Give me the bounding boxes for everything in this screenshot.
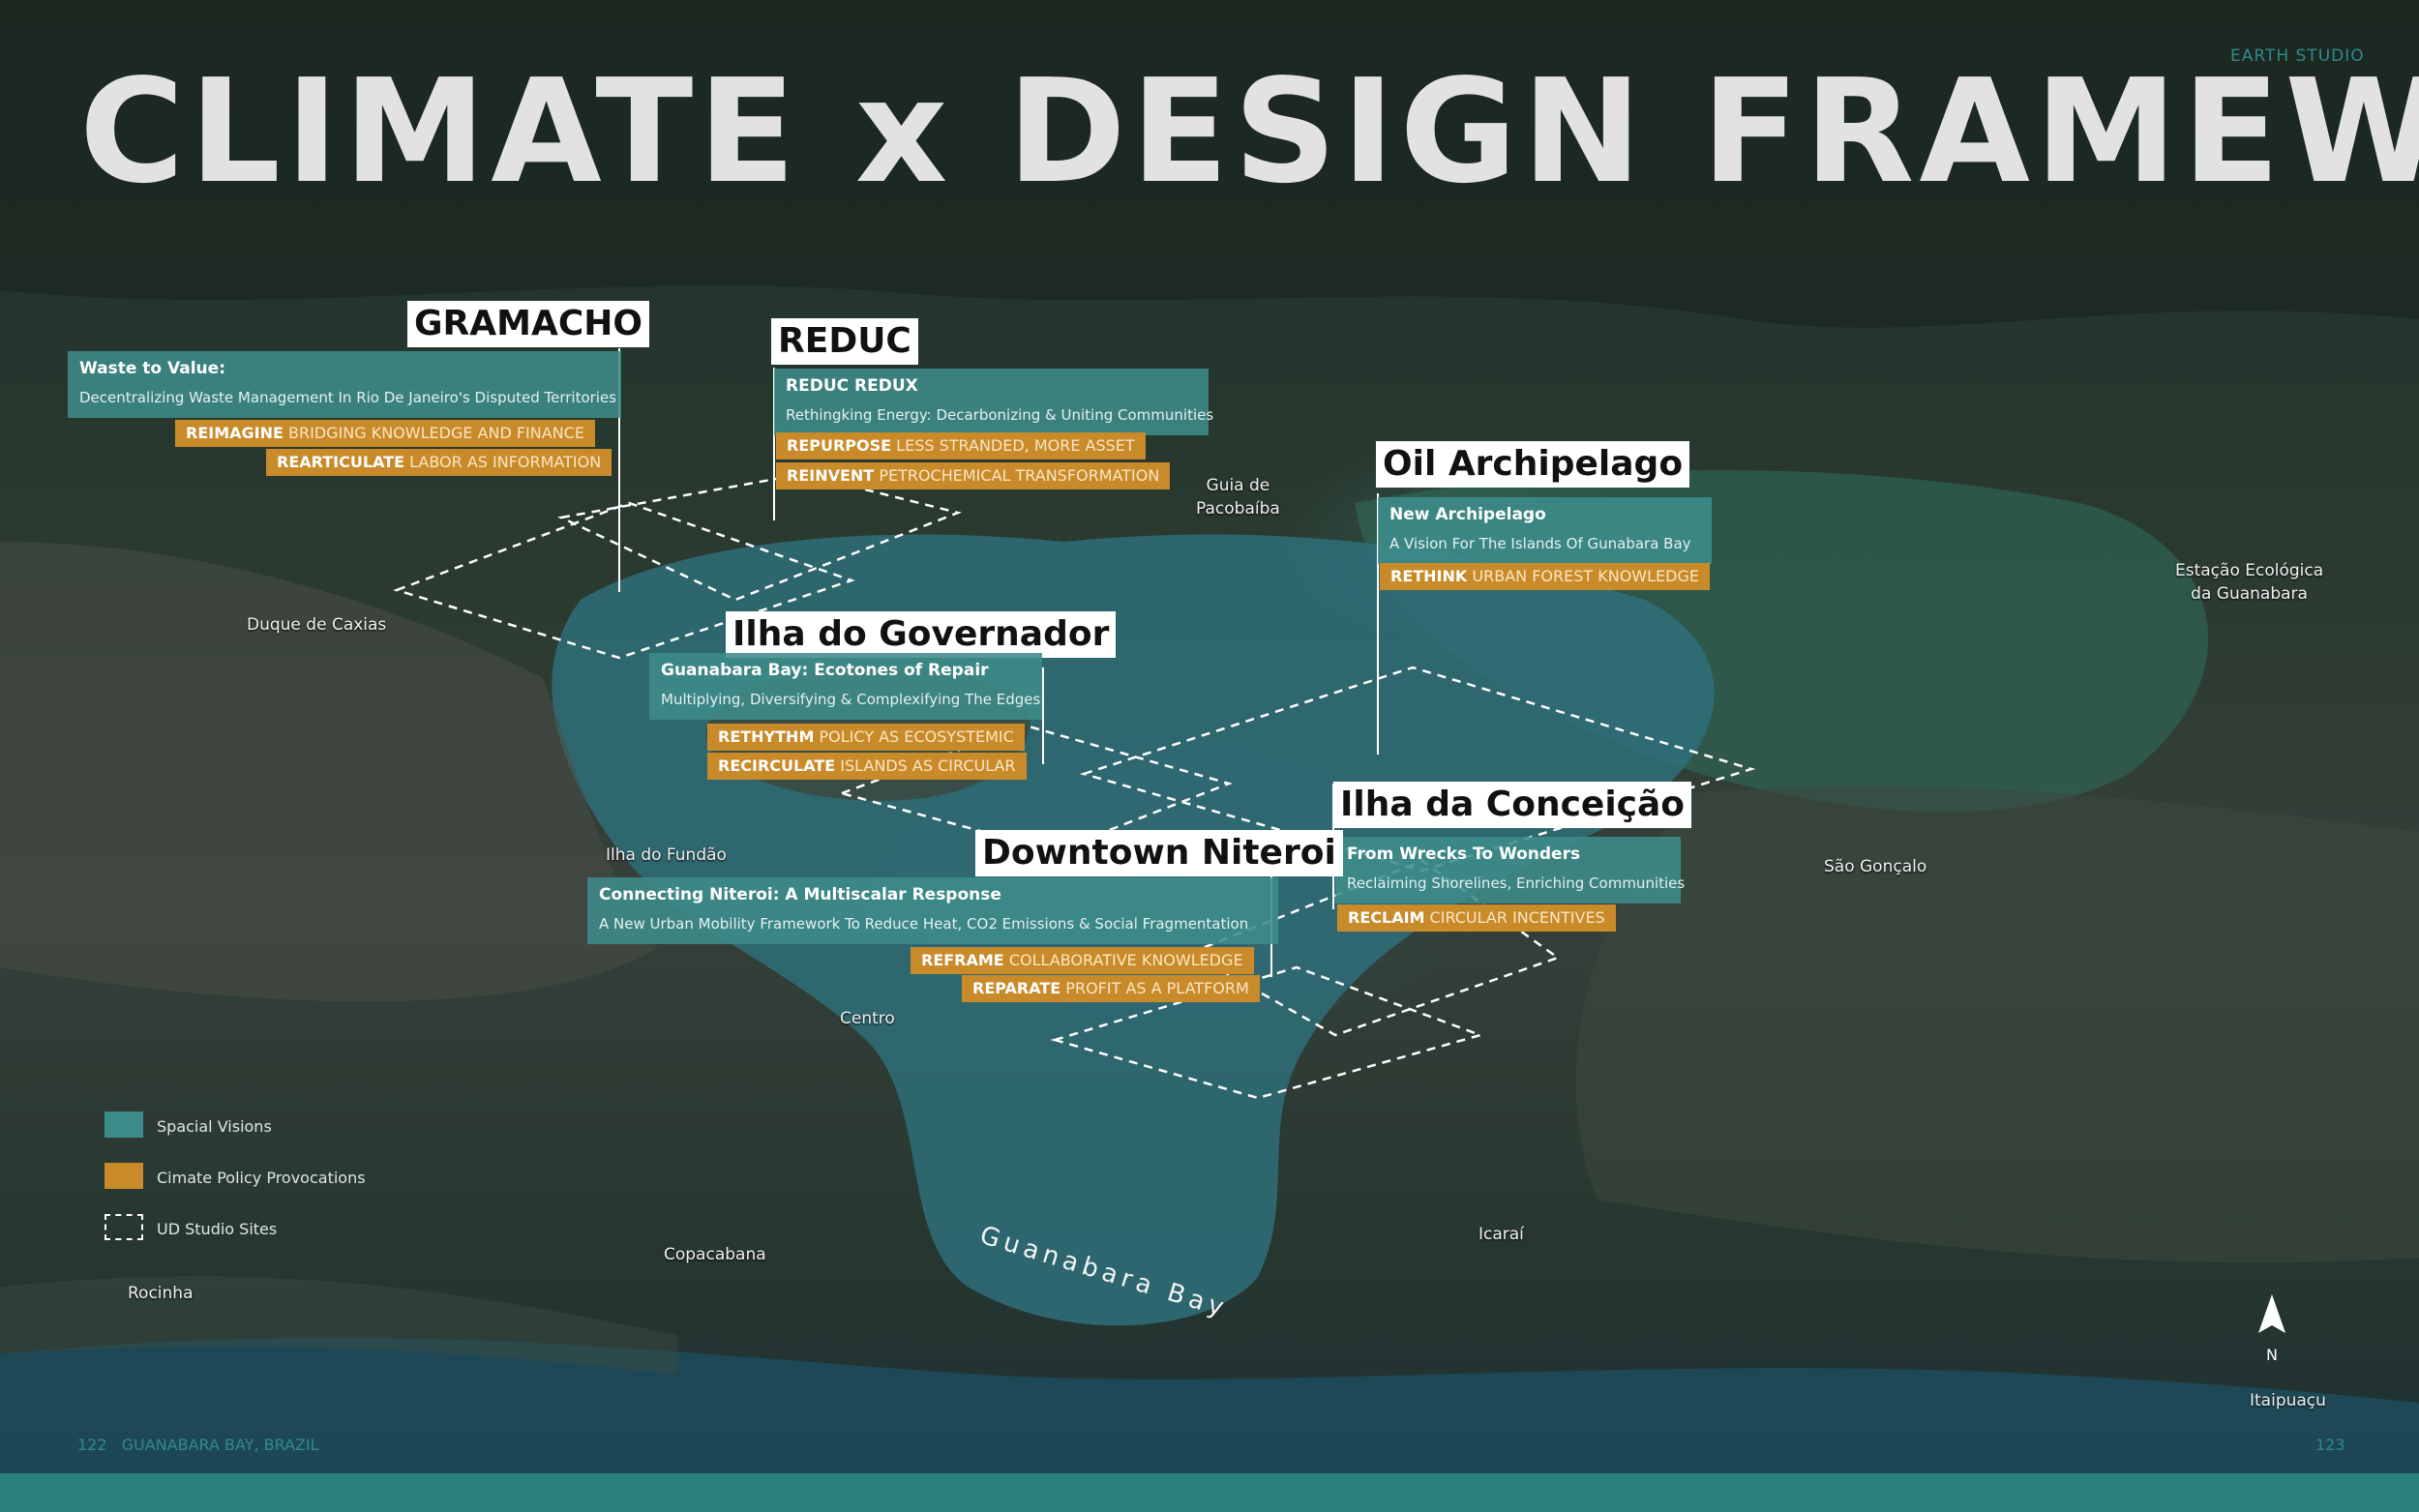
policy-tag: RECLAIM CIRCULAR INCENTIVES [1337,904,1616,932]
site-name-ilha-governador: Ilha do Governador [726,611,1117,658]
compass-label: N [2266,1346,2278,1364]
gramacho-outline [393,501,855,660]
vision-card-oil-archipelago: New Archipelago A Vision For The Islands… [1378,497,1712,564]
policy-keyword: REARTICULATE [277,453,405,471]
policy-keyword: RECLAIM [1348,908,1425,927]
policy-keyword: RETHYTHM [718,727,815,746]
vision-subtitle: Reclaiming Shorelines, Enriching Communi… [1347,875,1686,892]
legend-swatch [105,1214,143,1240]
vision-card-ilha-conceicao: From Wrecks To Wonders Reclaiming Shorel… [1335,837,1686,904]
policy-text: LABOR AS INFORMATION [409,453,602,471]
oil-outline [1079,666,1756,873]
policy-tag: REPARATE PROFIT AS A PLATFORM [962,975,1260,1002]
place-label-icarai: Icaraí [1478,1225,1524,1244]
policy-tag: REARTICULATE LABOR AS INFORMATION [266,449,612,476]
policy-keyword: REINVENT [787,466,875,485]
place-label-copacabana: Copacabana [664,1245,766,1264]
legend-swatch [105,1112,143,1138]
vision-title: From Wrecks To Wonders [1347,845,1581,864]
vision-subtitle: Multiplying, Diversifying & Complexifyin… [661,691,1041,708]
policy-tag: RETHINK URBAN FOREST KNOWLEDGE [1380,563,1710,590]
policy-text: PROFIT AS A PLATFORM [1065,979,1249,997]
legend-label: Cimate Policy Provocations [157,1169,366,1187]
policy-keyword: REIMAGINE [186,424,284,442]
vision-subtitle: A Vision For The Islands Of Gunabara Bay [1389,535,1691,552]
place-label-sao-goncalo: São Gonçalo [1824,857,1927,876]
page-title: CLIMATE x DESIGN FRAMEWORK [79,48,2419,215]
site-name-gramacho: GRAMACHO [407,301,649,347]
north-arrow-icon: N [2258,1294,2285,1364]
footer-left: 122 GUANABARA BAY, BRAZIL [77,1436,319,1454]
policy-text: POLICY AS ECOSYSTEMIC [819,727,1014,746]
policy-keyword: REPURPOSE [787,436,892,455]
policy-tag: REFRAME COLLABORATIVE KNOWLEDGE [911,947,1254,974]
vision-subtitle: Rethingking Energy: Decarbonizing & Unit… [786,406,1214,424]
site-name-oil-archipelago: Oil Archipelago [1376,441,1690,488]
policy-keyword: REFRAME [921,951,1004,969]
vision-card-gramacho: Waste to Value: Decentralizing Waste Man… [68,351,621,418]
vision-title: Connecting Niteroi: A Multiscalar Respon… [599,885,1001,904]
policy-text: BRIDGING KNOWLEDGE AND FINANCE [288,424,584,442]
policy-tag: REIMAGINE BRIDGING KNOWLEDGE AND FINANCE [175,420,595,447]
vision-card-downtown-niteroi: Connecting Niteroi: A Multiscalar Respon… [587,877,1278,944]
legend-label: Spacial Visions [157,1117,272,1136]
policy-keyword: RETHINK [1390,567,1468,585]
niteroi-outline [1050,965,1485,1100]
policy-text: CIRCULAR INCENTIVES [1429,908,1605,927]
place-label-guia-de-pacobaiba: Guia de Pacobaíba [1196,476,1280,519]
policy-tag: REPURPOSE LESS STRANDED, MORE ASSET [776,432,1146,460]
vision-subtitle: A New Urban Mobility Framework To Reduce… [599,915,1249,933]
page-number-left: 122 [77,1436,107,1454]
site-name-reduc: REDUC [771,318,918,365]
vision-title: REDUC REDUX [786,376,918,396]
policy-tag: RETHYTHM POLICY AS ECOSYSTEMIC [707,724,1025,751]
policy-text: COLLABORATIVE KNOWLEDGE [1008,951,1243,969]
studio-label: EARTH STUDIO [2230,46,2365,66]
policy-text: URBAN FOREST KNOWLEDGE [1472,567,1699,585]
place-label-ilha-do-fundao: Ilha do Fundão [606,845,727,865]
policy-keyword: REPARATE [972,979,1061,997]
vision-card-reduc: REDUC REDUX Rethingking Energy: Decarbon… [774,369,1214,435]
place-label-centro: Centro [840,1009,895,1028]
vision-title: New Archipelago [1389,505,1546,524]
page-number-right: 123 [2315,1436,2345,1454]
place-label-rocinha: Rocinha [128,1284,194,1303]
policy-tag: REINVENT PETROCHEMICAL TRANSFORMATION [776,462,1171,489]
site-name-downtown-niteroi: Downtown Niteroi [975,830,1343,876]
legend-label: UD Studio Sites [157,1220,278,1238]
legend-swatch [105,1163,143,1189]
policy-text: ISLANDS AS CIRCULAR [840,756,1016,775]
site-name-ilha-conceicao: Ilha da Conceição [1333,782,1692,828]
policy-keyword: RECIRCULATE [718,756,836,775]
place-label-duque-de-caxias: Duque de Caxias [247,615,387,635]
place-label-itaipuacu: Itaipuaçu [2250,1391,2326,1410]
bottom-bar [0,1473,2419,1512]
policy-text: LESS STRANDED, MORE ASSET [896,436,1135,455]
policy-tag: RECIRCULATE ISLANDS AS CIRCULAR [707,753,1027,780]
vision-card-ilha-governador: Guanabara Bay: Ecotones of Repair Multip… [649,653,1042,720]
policy-text: PETROCHEMICAL TRANSFORMATION [879,466,1160,485]
vision-title: Waste to Value: [79,359,225,378]
place-label-estacao-ecologica: Estação Ecológica da Guanabara [2175,561,2324,604]
reduc-outline [556,472,963,602]
vision-title: Guanabara Bay: Ecotones of Repair [661,661,989,680]
vision-subtitle: Decentralizing Waste Management In Rio D… [79,389,617,406]
footer-location: GUANABARA BAY, BRAZIL [121,1436,319,1454]
